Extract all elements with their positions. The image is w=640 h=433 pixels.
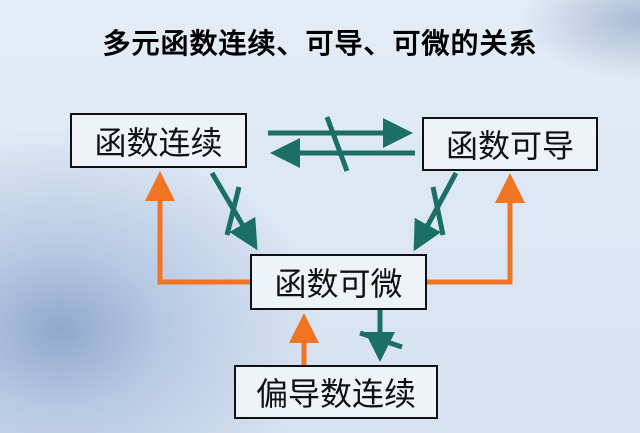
page-title: 多元函数连续、可导、可微的关系 [102,27,538,60]
node-partial-derivatives-exist: 函数可导 [422,117,598,171]
negation-slash [224,186,242,236]
negation-slash [324,116,350,172]
arrow-differentiable-implies-partial [427,173,525,285]
node-differentiable: 函数可微 [250,254,427,310]
node-continuous: 函数连续 [70,113,247,168]
negation-slash [359,330,403,350]
node-partial-derivatives-continuous: 偏导数连续 [234,365,438,419]
negation-slash [430,186,446,236]
arrow-differentiable-implies-continuous [145,171,250,285]
